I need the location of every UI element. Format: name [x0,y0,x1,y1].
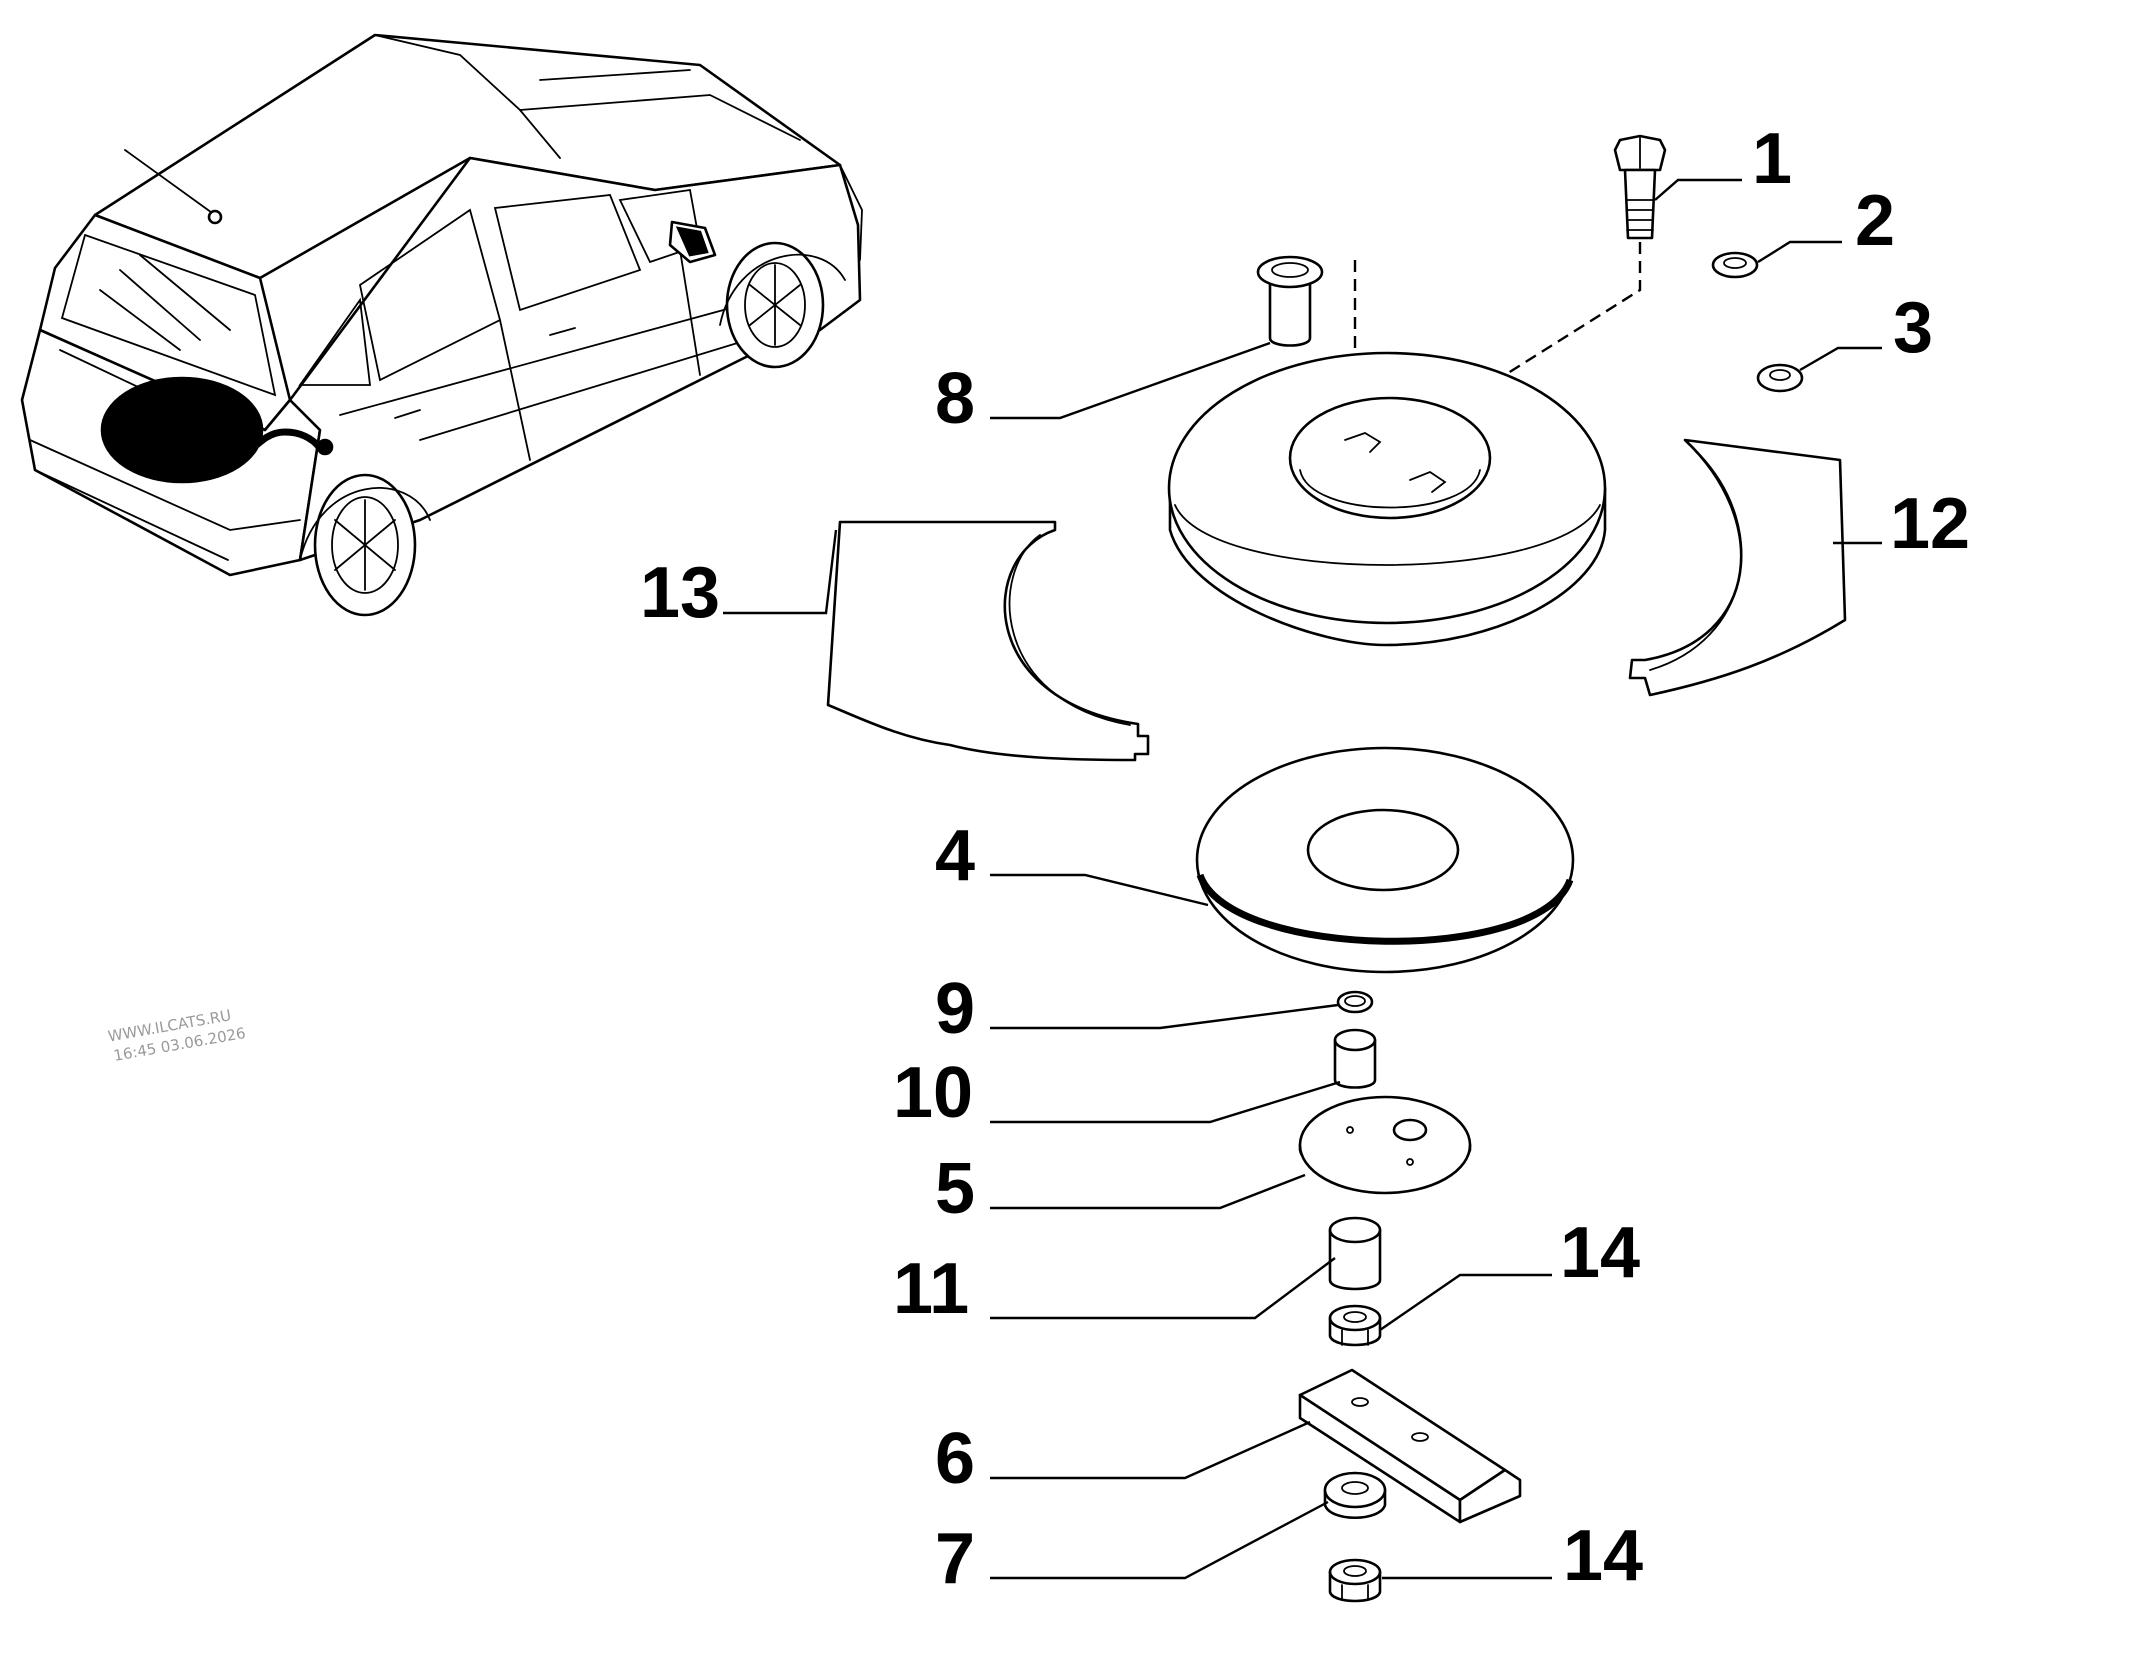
part-5-plate [1298,1095,1472,1195]
callout-8: 8 [935,359,975,439]
callout-11: 11 [893,1249,969,1329]
part-9-ring [1336,990,1374,1014]
callout-3: 3 [1893,288,1933,368]
callout-4: 4 [935,816,975,896]
callout-1: 1 [1752,119,1792,199]
callout-6: 6 [935,1419,975,1499]
callout-5: 5 [935,1149,975,1229]
part-2-washer [1711,251,1759,279]
part-3-washer [1756,363,1804,393]
callout-7: 7 [935,1519,975,1599]
callout-14-upper: 14 [1560,1213,1640,1293]
part-1-bolt [1613,134,1667,240]
car-illustration [20,33,863,617]
part-8-bushing [1256,255,1324,347]
callout-10: 10 [893,1053,973,1133]
part-12-cover-right [1628,438,1847,697]
spare-tyre [1167,351,1607,647]
part-7-washer [1323,1471,1387,1520]
part-4-pad [1195,746,1575,974]
part-10-spacer [1333,1028,1377,1089]
callout-12: 12 [1890,484,1970,564]
watermark: WWW.ILCATS.RU 16:45 03.06.2026 [107,1006,247,1065]
callout-9: 9 [935,969,975,1049]
callout-14-lower: 14 [1563,1516,1643,1596]
part-13-cover-left [826,520,1150,762]
leader-lines [723,178,1882,1580]
part-6-bracket [1298,1368,1522,1524]
callout-labels: 1 2 3 8 12 13 4 9 10 5 11 14 6 7 14 [640,119,1970,1599]
part-14-nut-upper [1328,1304,1382,1347]
part-11-spacer [1328,1216,1382,1291]
part-14-nut-lower [1328,1558,1382,1603]
callout-13: 13 [640,553,720,633]
callout-2: 2 [1855,181,1895,261]
